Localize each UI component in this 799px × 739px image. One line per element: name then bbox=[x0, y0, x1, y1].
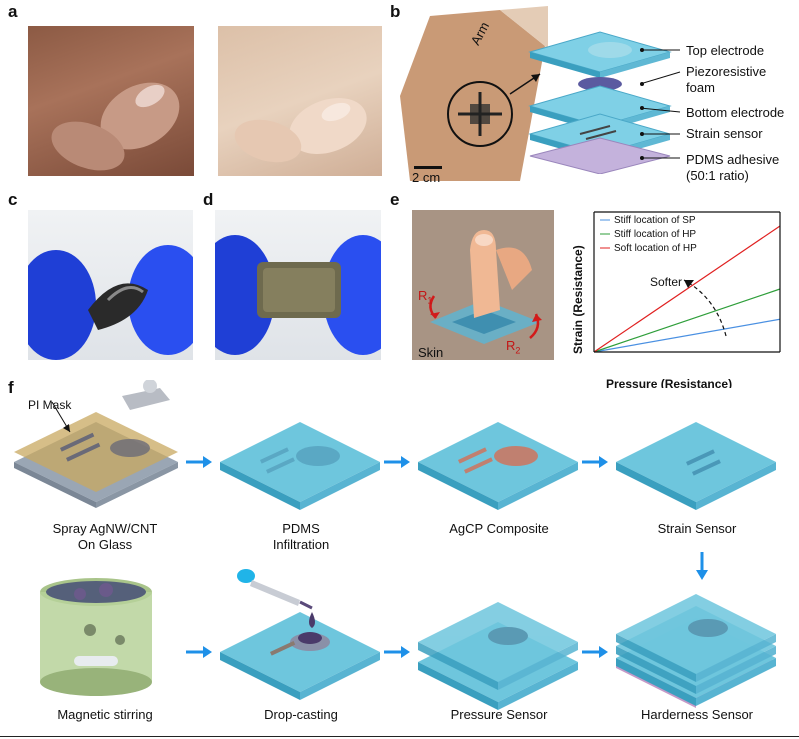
step-caption-harderness: Harderness Sensor bbox=[641, 707, 753, 722]
bottom-rule bbox=[0, 736, 799, 737]
layer-leader-lines bbox=[640, 48, 681, 160]
panel-label-f: f bbox=[8, 378, 14, 397]
step-caption-drop-casting: Drop-casting bbox=[264, 707, 338, 722]
pi-mask-sheet bbox=[14, 412, 178, 492]
legend-entry-1: Stiff location of HP bbox=[614, 229, 696, 240]
layer-label-pdms-adhesive: PDMS adhesive bbox=[686, 152, 780, 167]
step-pressure-sensor bbox=[418, 602, 578, 710]
step-pdms-infiltration bbox=[220, 422, 380, 510]
step-caption-spray: Spray AgNW/CNT On Glass bbox=[52, 521, 158, 552]
photo-light-skin-pinch bbox=[218, 26, 382, 176]
layer-label-bottom-electrode: Bottom electrode bbox=[686, 105, 785, 120]
chart-y-label: Strain (Resistance) bbox=[571, 245, 585, 354]
layer-label-ratio: (50:1 ratio) bbox=[686, 168, 749, 183]
step-caption-pdms: PDMS Infiltration bbox=[272, 521, 330, 552]
series-line-2 bbox=[593, 225, 781, 353]
softer-arc bbox=[683, 279, 727, 337]
r2-label: R2 bbox=[506, 338, 521, 356]
panel-label-e: e bbox=[390, 190, 400, 209]
series-line-1 bbox=[593, 288, 781, 353]
photo-gloves-stretching-sensor bbox=[215, 210, 381, 360]
layer-label-strain-sensor: Strain sensor bbox=[686, 126, 763, 141]
panel-label-a: a bbox=[8, 2, 18, 21]
step-harderness-sensor bbox=[616, 594, 776, 708]
step-caption-agcp: AgCP Composite bbox=[449, 521, 549, 536]
pipette-icon bbox=[237, 569, 315, 628]
legend-entry-0: Stiff location of SP bbox=[614, 215, 696, 226]
panel-label-b: b bbox=[390, 2, 401, 21]
pi-mask-label: PI Mask bbox=[28, 398, 72, 412]
photo-dark-skin-pinch bbox=[28, 26, 194, 176]
step-magnetic-stirring bbox=[40, 578, 152, 696]
skin-label: Skin bbox=[418, 345, 444, 360]
series-line-0 bbox=[593, 318, 781, 353]
scale-bar bbox=[414, 166, 442, 169]
layer-label-piezoresistive: Piezoresistive bbox=[686, 64, 767, 79]
panel-label-d: d bbox=[203, 190, 214, 209]
panel-label-c: c bbox=[8, 190, 18, 209]
step-drop-casting bbox=[220, 612, 380, 700]
flow-arrows-bottom bbox=[186, 646, 608, 658]
step-caption-strain: Strain Sensor bbox=[657, 521, 737, 536]
step-spray-glass bbox=[14, 380, 178, 508]
step-caption-stirring: Magnetic stirring bbox=[57, 707, 153, 722]
r1-label: R1 bbox=[418, 288, 433, 306]
step-strain-sensor bbox=[616, 422, 776, 510]
chart-x-label: Pressure (Resistance) bbox=[606, 377, 732, 388]
softer-arrowhead bbox=[684, 280, 694, 288]
legend-entry-2: Soft location of HP bbox=[614, 243, 697, 254]
exploded-layer-stack bbox=[509, 31, 672, 174]
step-agcp-composite bbox=[418, 422, 578, 510]
scale-bar-label: 2 cm bbox=[412, 170, 441, 185]
layer-label-foam: foam bbox=[686, 80, 715, 95]
softer-annotation: Softer bbox=[650, 275, 682, 289]
strain-pressure-chart: Softer Pressure (Resistance) Strain (Res… bbox=[571, 211, 781, 388]
layer-label-top-electrode: Top electrode bbox=[686, 43, 765, 58]
photo-arm-with-sensor bbox=[400, 6, 548, 181]
stir-bar bbox=[74, 656, 118, 666]
chart-series-group bbox=[593, 225, 781, 353]
flow-arrows-top bbox=[186, 456, 708, 580]
chart-legend: Stiff location of SP Stiff location of H… bbox=[600, 215, 697, 254]
illustration-finger-press bbox=[412, 210, 554, 360]
fabrication-flow bbox=[14, 380, 776, 710]
step-caption-pressure: Pressure Sensor bbox=[450, 707, 548, 722]
photo-gloves-bending-sensor bbox=[28, 210, 193, 360]
airbrush-icon bbox=[122, 388, 170, 410]
